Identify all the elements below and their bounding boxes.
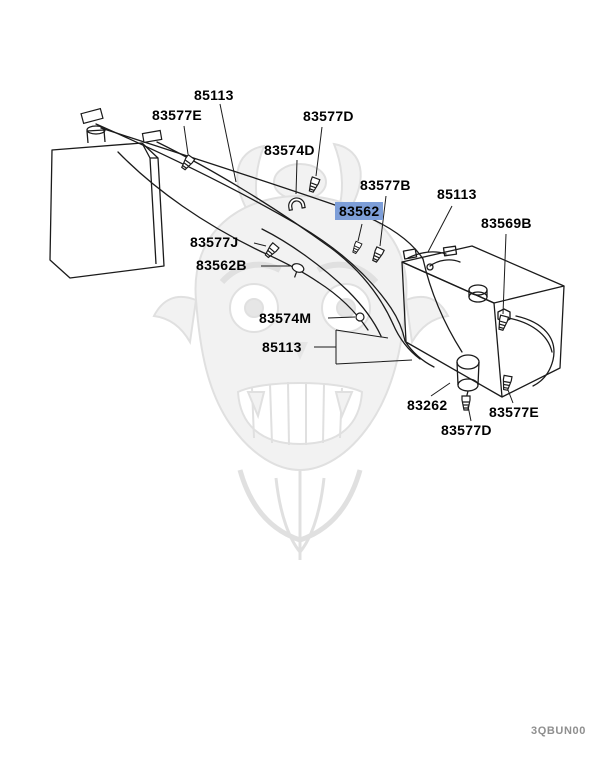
bolt-83569B bbox=[496, 314, 510, 332]
part-label-83569B[interactable]: 83569B bbox=[481, 215, 532, 231]
part-label-85113-right[interactable]: 85113 bbox=[437, 186, 477, 202]
part-label-83574M[interactable]: 83574M bbox=[259, 310, 312, 326]
part-label-83577B[interactable]: 83577B bbox=[360, 177, 411, 193]
bolt-83577E-lower bbox=[501, 374, 513, 392]
part-label-83574D[interactable]: 83574D bbox=[264, 142, 315, 158]
washer-hose-lines bbox=[95, 123, 555, 387]
left-washer-tank bbox=[49, 125, 165, 279]
fasteners bbox=[80, 107, 513, 411]
right-washer-tank bbox=[401, 245, 565, 400]
part-label-83577D-lower[interactable]: 83577D bbox=[441, 422, 492, 438]
part-label-83577E-lower[interactable]: 83577E bbox=[489, 404, 540, 420]
hose-joint-nut bbox=[497, 308, 511, 323]
hose-connector bbox=[80, 107, 104, 125]
part-label-83577J[interactable]: 83577J bbox=[190, 234, 239, 250]
diagram-reference-code: 3QBUN00 bbox=[531, 725, 586, 737]
hose-connector bbox=[141, 129, 163, 144]
part-label-83577E-upper[interactable]: 83577E bbox=[152, 107, 203, 123]
part-label-83577D-upper[interactable]: 83577D bbox=[303, 108, 354, 124]
part-label-83262[interactable]: 83262 bbox=[407, 397, 448, 413]
part-label-85113-top[interactable]: 85113 bbox=[194, 87, 234, 103]
leader-lines bbox=[183, 103, 514, 422]
clamp-83574D bbox=[288, 197, 306, 211]
clip-83562B bbox=[291, 263, 305, 278]
part-label-85113-mid[interactable]: 85113 bbox=[262, 339, 302, 355]
part-label-83562B[interactable]: 83562B bbox=[196, 257, 247, 273]
part-label-83562-highlighted[interactable]: 83562 bbox=[335, 202, 384, 220]
joint-83574M bbox=[355, 312, 365, 322]
